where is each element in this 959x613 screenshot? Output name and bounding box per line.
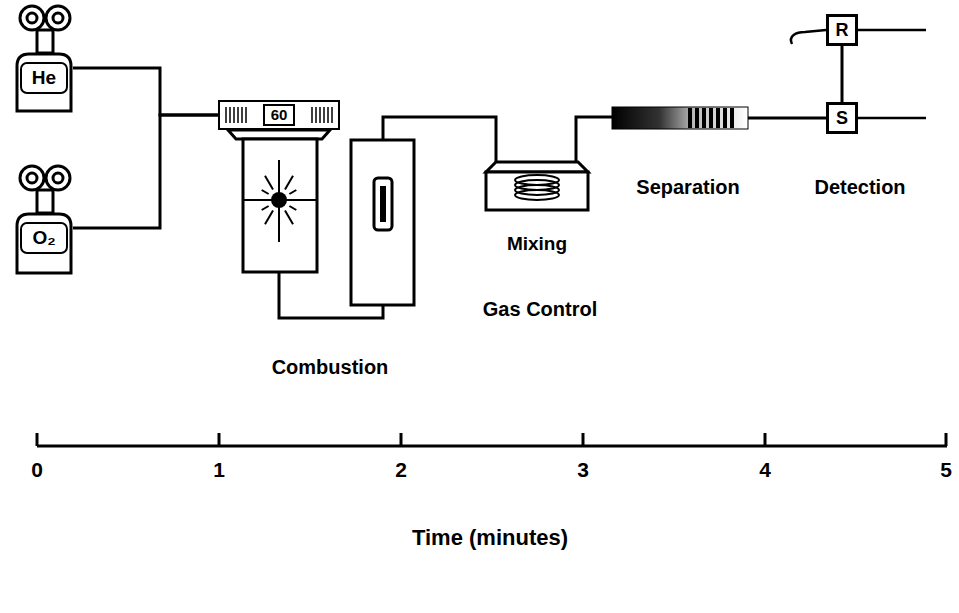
flash-ray <box>291 199 307 201</box>
gas-line <box>73 115 218 228</box>
flash-ray <box>278 212 280 220</box>
flash-ray <box>285 176 293 190</box>
column-packing <box>695 108 699 128</box>
separation-column <box>612 107 748 129</box>
component-label: Gas Control <box>481 298 599 321</box>
axis-tick <box>582 433 585 446</box>
flash-ray <box>289 206 296 210</box>
component-label: Separation <box>634 176 741 199</box>
component-label: Mixing <box>505 233 569 255</box>
node-label: R <box>836 20 849 40</box>
cylinder-valve <box>20 6 70 53</box>
column-packing <box>709 108 713 128</box>
column-packing <box>688 108 692 128</box>
column-packing <box>702 108 706 128</box>
axis-number: 4 <box>757 458 773 482</box>
mixing-chamber <box>486 162 588 210</box>
gas-tube <box>748 117 826 120</box>
flash-ray <box>265 176 273 190</box>
axis-tick <box>36 433 39 446</box>
gas-line <box>841 46 844 102</box>
gas-line <box>73 68 218 115</box>
gas-cylinder: O₂ <box>15 212 73 274</box>
axis-title: Time (minutes) <box>410 525 570 551</box>
axis-tick <box>945 433 948 446</box>
flash-ray <box>265 210 273 224</box>
flash-ray <box>262 190 269 194</box>
gas-tube <box>383 117 496 162</box>
node-label: S <box>836 108 848 128</box>
axis-tick <box>764 433 767 446</box>
detector-cell: S <box>826 102 858 134</box>
axis-tick <box>218 433 221 446</box>
mixing-coil <box>515 190 559 200</box>
gas-cylinder: He <box>15 52 73 112</box>
component-label: Detection <box>812 176 907 199</box>
flash-ray <box>289 190 296 194</box>
flash-ray <box>278 180 280 188</box>
detector-wire <box>791 30 926 118</box>
time-axis <box>37 433 947 446</box>
cylinder-valve <box>20 166 70 213</box>
furnace-display: 60 <box>218 100 340 130</box>
detector-cell: R <box>826 14 858 46</box>
combustion-furnace <box>228 130 330 272</box>
node-label: He <box>32 67 56 89</box>
component-label: Combustion <box>270 356 391 379</box>
column-packing <box>716 108 720 128</box>
axis-number: 3 <box>575 458 591 482</box>
axis-number: 1 <box>211 458 227 482</box>
flash-ray <box>251 199 267 201</box>
axis-number: 5 <box>938 458 954 482</box>
node-label: O₂ <box>32 227 55 249</box>
axis-number: 2 <box>393 458 409 482</box>
flash-ray <box>285 210 293 224</box>
node-label: 60 <box>263 104 296 126</box>
column-packing <box>730 108 734 128</box>
gas-control-box <box>351 140 414 305</box>
axis-tick <box>400 433 403 446</box>
gas-tube <box>576 117 612 162</box>
column-packing <box>723 108 727 128</box>
flash-ray <box>262 206 269 210</box>
axis-number: 0 <box>29 458 45 482</box>
